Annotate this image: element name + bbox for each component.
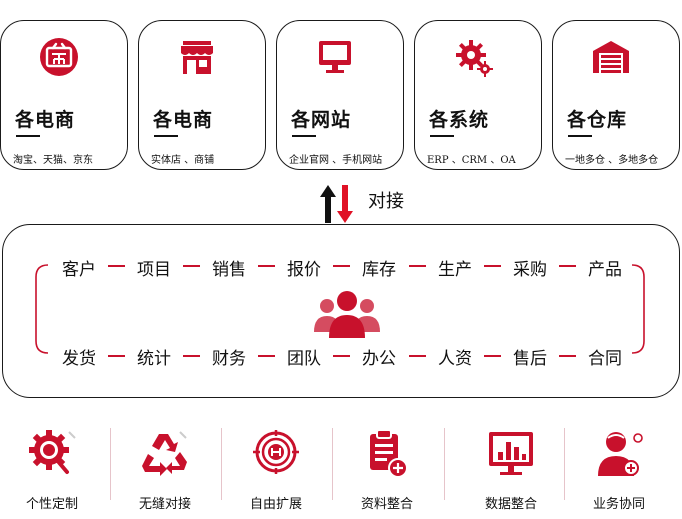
expand-target-icon	[253, 430, 299, 474]
module-cycle-outline	[35, 264, 645, 354]
feature-business-collaboration: 业务协同	[569, 424, 669, 516]
feature-data-integration: 数据整合	[461, 424, 561, 516]
card-underline	[292, 135, 316, 137]
card-subtitle: 企业官网 、手机网站	[289, 155, 383, 166]
module-quote: 报价	[287, 260, 321, 280]
recycle-icon	[142, 431, 187, 476]
connector-dash	[108, 355, 125, 357]
divider	[444, 428, 445, 500]
connector-dash	[484, 265, 501, 267]
card-title: 各仓库	[567, 109, 628, 131]
module-shipping: 发货	[62, 349, 96, 369]
module-production: 生产	[438, 260, 472, 280]
module-inventory: 库存	[362, 260, 396, 280]
team-icon	[314, 291, 380, 338]
feature-label: 数据整合	[484, 497, 537, 512]
bar-chart-screen-icon	[489, 432, 533, 475]
divider	[332, 428, 333, 500]
monitor-icon	[319, 41, 351, 73]
connector-dash	[258, 265, 275, 267]
card-underline	[430, 135, 454, 137]
bidirectional-arrow-icon	[320, 185, 353, 223]
connector-label: 对接	[368, 191, 404, 212]
custom-gear-icon	[29, 430, 76, 474]
feature-seamless-integration: 无缝对接	[115, 424, 215, 516]
module-sales: 销售	[212, 260, 246, 280]
user-support-icon	[598, 432, 643, 476]
source-card-websites: 各网站 企业官网 、手机网站	[276, 20, 404, 170]
feature-document-integration: 资料整合	[337, 424, 437, 516]
card-title: 各系统	[429, 109, 490, 131]
module-after-sales: 售后	[513, 349, 547, 369]
card-subtitle: ERP 、CRM 、OA	[427, 155, 516, 166]
feature-label: 业务协同	[592, 497, 645, 512]
module-statistics: 统计	[137, 349, 171, 369]
card-underline	[16, 135, 40, 137]
connector-dash	[258, 355, 275, 357]
card-title: 各网站	[291, 109, 352, 131]
connector-dash	[409, 265, 426, 267]
feature-label: 自由扩展	[249, 497, 302, 512]
connector-dash	[409, 355, 426, 357]
connector-dash	[108, 265, 125, 267]
card-underline	[154, 135, 178, 137]
card-subtitle: 淘宝、天猫、京东	[13, 155, 93, 166]
connector-dash	[183, 265, 200, 267]
divider	[564, 428, 565, 500]
feature-free-expansion: 自由扩展	[226, 424, 326, 516]
module-product: 产品	[588, 260, 622, 280]
warehouse-icon	[593, 41, 629, 73]
source-card-systems: 各系统 ERP 、CRM 、OA	[414, 20, 542, 170]
gears-icon	[456, 40, 493, 77]
card-subtitle: 一地多仓 、多地多仓	[565, 155, 659, 166]
module-team: 团队	[287, 349, 321, 369]
card-subtitle: 实体店 、商铺	[151, 155, 215, 166]
module-customer: 客户	[62, 260, 96, 280]
feature-customization: 个性定制	[2, 424, 102, 516]
connector-dash	[559, 355, 576, 357]
card-underline	[568, 135, 592, 137]
module-office: 办公	[362, 349, 396, 369]
module-finance: 财务	[212, 349, 246, 369]
card-title: 各电商	[153, 109, 214, 131]
connector-dash	[559, 265, 576, 267]
module-purchasing: 采购	[513, 260, 547, 280]
source-card-warehouses: 各仓库 一地多仓 、多地多仓	[552, 20, 680, 170]
module-hr: 人资	[438, 349, 472, 369]
module-project: 项目	[137, 260, 171, 280]
connector-dash	[333, 355, 350, 357]
source-card-ecommerce: 各电商 淘宝、天猫、京东	[0, 20, 128, 170]
clipboard-add-icon	[370, 429, 408, 478]
connector-dash	[183, 355, 200, 357]
connector-dash	[333, 265, 350, 267]
feature-label: 资料整合	[360, 497, 413, 512]
shop-logo-icon	[40, 38, 78, 76]
divider	[221, 428, 222, 500]
connector-dash	[484, 355, 501, 357]
feature-label: 个性定制	[25, 497, 78, 512]
source-card-stores: 各电商 实体店 、商铺	[138, 20, 266, 170]
module-container	[2, 224, 680, 398]
module-contract: 合同	[588, 349, 622, 369]
feature-label: 无缝对接	[138, 497, 191, 512]
divider	[110, 428, 111, 500]
storefront-icon	[181, 41, 213, 74]
card-title: 各电商	[15, 109, 76, 131]
